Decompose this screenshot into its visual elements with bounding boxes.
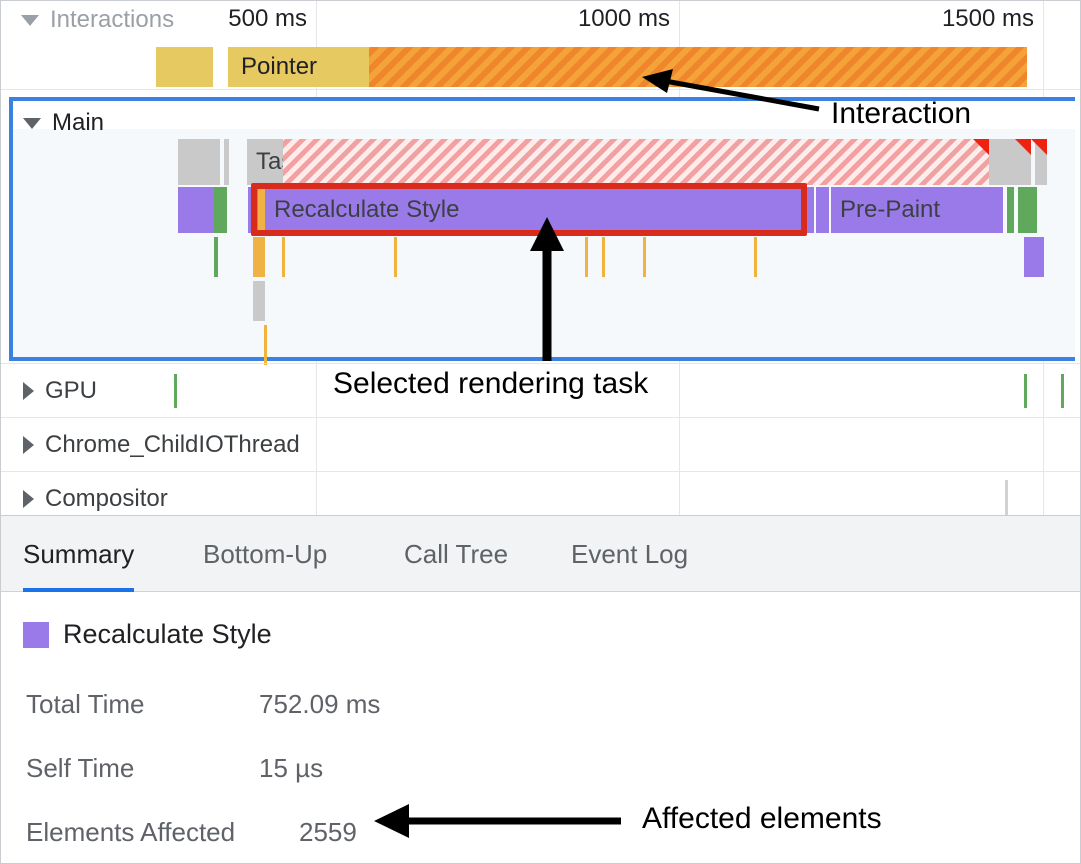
ruler-tick-500ms: 500 ms (228, 5, 307, 32)
flame-bar[interactable] (1031, 139, 1047, 185)
selected-event-highlight (251, 183, 807, 236)
affected-elements-annotation-label: Affected elements (642, 802, 882, 835)
track-main-body[interactable]: Task Recalculate Style (13, 129, 1075, 365)
summary-key: Self Time (26, 753, 135, 783)
chevron-right-icon[interactable] (23, 436, 34, 454)
tab-label: Summary (23, 538, 135, 569)
flame-bar-label: Pre-Paint (840, 196, 941, 223)
flame-bar[interactable] (1018, 187, 1037, 233)
summary-row-self-time: Self Time 15 µs (26, 753, 323, 784)
tab-summary[interactable]: Summary (23, 516, 135, 592)
flame-marker[interactable] (754, 237, 757, 277)
track-header-chrome-childiothread[interactable]: Chrome_ChildIOThread (23, 431, 300, 459)
ruler-tick-1000ms: 1000 ms (577, 5, 670, 32)
flame-marker[interactable] (602, 237, 605, 277)
track-header-main[interactable]: Main (23, 109, 104, 137)
interaction-event-pointer[interactable]: Pointer (228, 47, 369, 87)
tab-call-tree[interactable]: Call Tree (404, 516, 508, 592)
flame-bar[interactable] (258, 187, 265, 233)
summary-tab-content: Recalculate Style Total Time 752.09 ms S… (1, 593, 1080, 863)
track-header-interactions[interactable]: Interactions (21, 6, 174, 34)
gpu-event-marker[interactable] (174, 374, 177, 408)
summary-row-total-time: Total Time 752.09 ms (26, 689, 380, 720)
flame-bar[interactable] (816, 187, 829, 233)
flame-bar[interactable] (253, 281, 265, 321)
summary-key: Total Time (26, 689, 145, 719)
timeline-ruler[interactable]: 500 ms 1000 ms 1500 ms (1, 1, 1080, 39)
tab-label: Call Tree (404, 538, 509, 569)
summary-row-elements-affected: Elements Affected 2559 (26, 817, 357, 848)
tab-label: Bottom-Up (203, 538, 328, 569)
flame-bar-long-task[interactable] (283, 139, 989, 185)
flame-marker[interactable] (214, 237, 218, 277)
track-gpu[interactable]: GPU (1, 364, 1080, 418)
summary-value: 752.09 ms (259, 689, 381, 719)
track-label-gpu: GPU (45, 377, 98, 404)
flame-bar[interactable] (253, 237, 265, 277)
details-panel: Summary Bottom-Up Call Tree Event Log Re… (1, 515, 1080, 863)
flame-marker[interactable] (264, 325, 267, 365)
track-label-interactions: Interactions (50, 6, 175, 33)
flame-bar[interactable] (178, 139, 220, 185)
track-header-compositor[interactable]: Compositor (23, 485, 168, 513)
track-divider (1, 89, 1080, 90)
flame-bar[interactable] (989, 139, 1031, 185)
interaction-event-long[interactable] (369, 47, 1027, 87)
tab-bottom-up[interactable]: Bottom-Up (203, 516, 327, 592)
flame-bar[interactable] (178, 187, 214, 233)
summary-event-header: Recalculate Style (23, 619, 272, 650)
event-color-swatch (23, 621, 49, 648)
track-compositor[interactable]: Compositor (1, 472, 1080, 515)
flame-marker[interactable] (282, 237, 285, 277)
flame-marker[interactable] (643, 237, 646, 277)
summary-value: 15 µs (259, 753, 324, 783)
warning-triangle-icon (1015, 139, 1031, 155)
flame-marker[interactable] (585, 237, 588, 277)
interaction-annotation-label: Interaction (831, 97, 972, 130)
track-label-chrome-childiothread: Chrome_ChildIOThread (45, 431, 300, 458)
compositor-event-marker[interactable] (1005, 480, 1008, 515)
flame-bar-pre-paint[interactable]: Pre-Paint (831, 187, 1003, 233)
flame-bar-label: Recalculate Style (274, 196, 460, 223)
warning-triangle-icon (973, 139, 989, 155)
chevron-down-icon[interactable] (21, 14, 39, 26)
summary-key: Elements Affected (26, 817, 236, 847)
chevron-right-icon[interactable] (23, 490, 34, 508)
track-divider (1, 417, 1080, 418)
ruler-tick-1500ms: 1500 ms (941, 5, 1034, 32)
track-label-main: Main (52, 109, 105, 136)
details-tabbar[interactable]: Summary Bottom-Up Call Tree Event Log (1, 516, 1080, 592)
flame-bar[interactable] (1024, 237, 1044, 277)
interaction-event[interactable] (156, 47, 213, 87)
flame-bar[interactable] (214, 187, 227, 233)
selected-task-annotation-label: Selected rendering task (333, 367, 649, 400)
track-main-header-bg (13, 101, 1075, 129)
track-header-gpu[interactable]: GPU (23, 377, 97, 405)
chevron-down-icon[interactable] (23, 117, 41, 129)
track-chrome-childiothread[interactable]: Chrome_ChildIOThread (1, 418, 1080, 472)
warning-triangle-icon (1031, 139, 1047, 155)
interactions-band[interactable]: Pointer (1, 47, 1080, 87)
gpu-event-marker[interactable] (1061, 374, 1064, 408)
timeline-flame-chart[interactable]: 500 ms 1000 ms 1500 ms Interactions Poin… (1, 1, 1080, 515)
flame-bar[interactable] (1007, 187, 1014, 233)
track-label-compositor: Compositor (45, 485, 168, 512)
track-divider (1, 471, 1080, 472)
summary-value: 2559 (299, 817, 357, 847)
interaction-event-label: Pointer (241, 53, 318, 80)
chevron-right-icon[interactable] (23, 382, 34, 400)
track-main[interactable]: Task Recalculate Style (9, 97, 1075, 365)
tab-label: Event Log (571, 538, 689, 569)
track-divider (1, 363, 1080, 364)
gpu-event-marker[interactable] (1024, 374, 1027, 408)
flame-marker[interactable] (394, 237, 397, 277)
flame-bar[interactable] (224, 139, 229, 185)
tab-event-log[interactable]: Event Log (571, 516, 688, 592)
summary-event-name: Recalculate Style (63, 619, 272, 649)
